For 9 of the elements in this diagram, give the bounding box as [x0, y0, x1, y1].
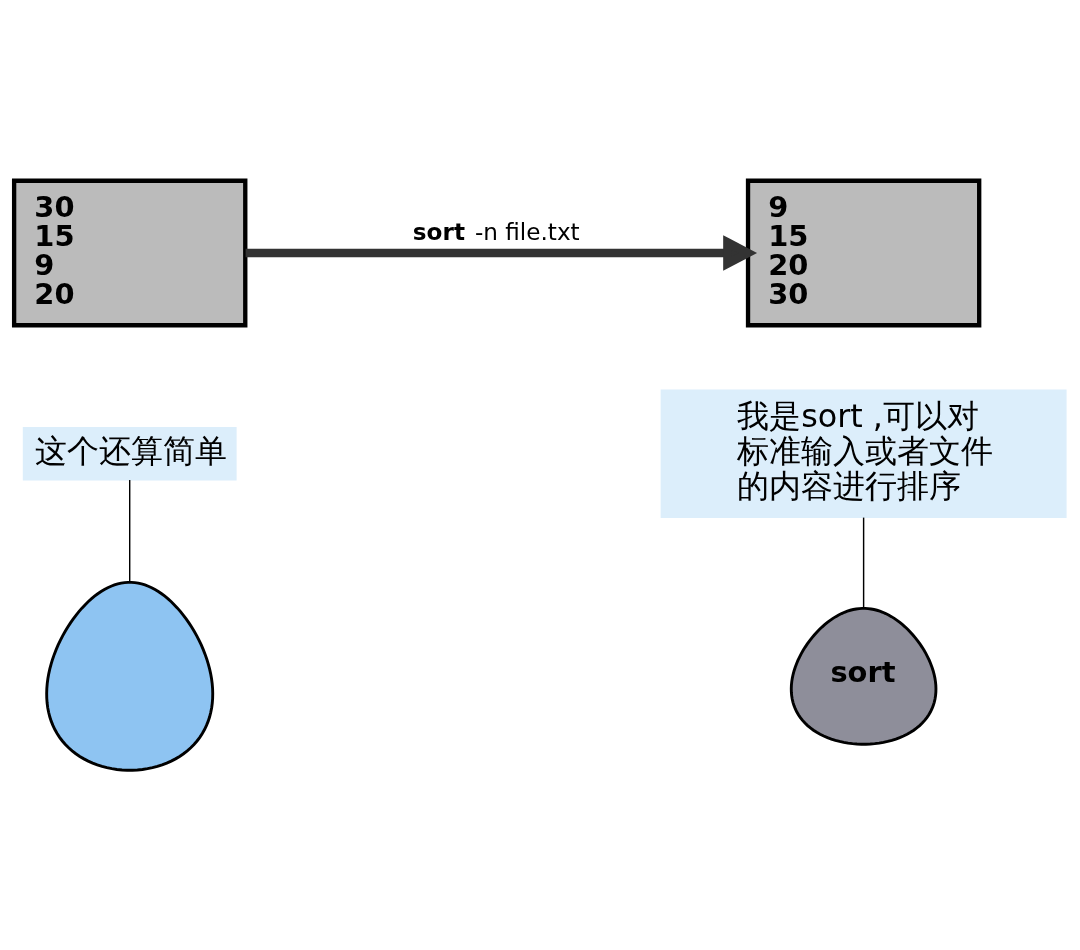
- edge-label: sort -n file.txt: [412, 218, 580, 245]
- node-box: 这个还算简单: [22, 426, 237, 481]
- node-person: [45, 580, 215, 772]
- node-box: 我是sort ,可以对标准输入或者文件的内容进行排序: [660, 389, 1067, 518]
- arrow: [245, 234, 758, 271]
- node-box: 30 15 9 20: [11, 178, 248, 327]
- connector: [862, 516, 865, 609]
- node-box: 9 15 20 30: [745, 178, 982, 327]
- connector: [129, 478, 131, 583]
